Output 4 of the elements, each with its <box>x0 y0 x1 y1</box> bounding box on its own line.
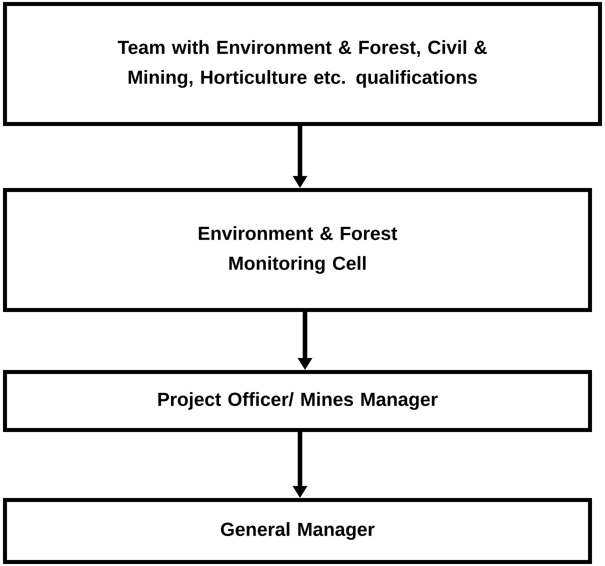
process-box: Project Officer/ Mines Manager <box>3 370 592 432</box>
process-box: General Manager <box>3 498 592 564</box>
process-box: Team with Environment & Forest, Civil & Mining, Horticulture etc. qualifications <box>3 2 602 126</box>
process-box: Environment & Forest Monitoring Cell <box>3 188 592 312</box>
